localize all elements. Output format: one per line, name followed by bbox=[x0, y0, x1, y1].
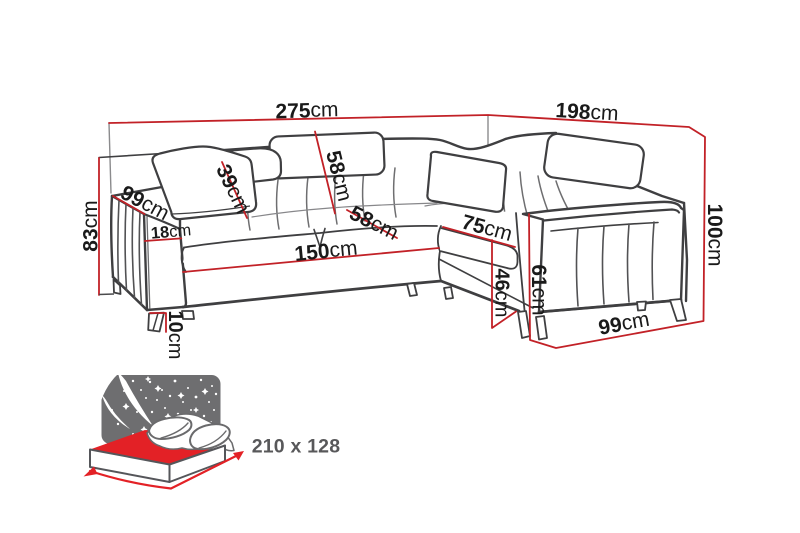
svg-text:61cm: 61cm bbox=[528, 264, 551, 315]
svg-text:100cm: 100cm bbox=[704, 203, 727, 266]
svg-text:18cm: 18cm bbox=[150, 221, 192, 242]
svg-text:10cm: 10cm bbox=[164, 311, 186, 360]
svg-text:83cm: 83cm bbox=[79, 200, 102, 251]
svg-text:46cm: 46cm bbox=[491, 269, 513, 318]
svg-text:275cm: 275cm bbox=[275, 98, 339, 123]
svg-text:198cm: 198cm bbox=[555, 99, 619, 126]
svg-text:210 x 128: 210 x 128 bbox=[252, 436, 341, 458]
